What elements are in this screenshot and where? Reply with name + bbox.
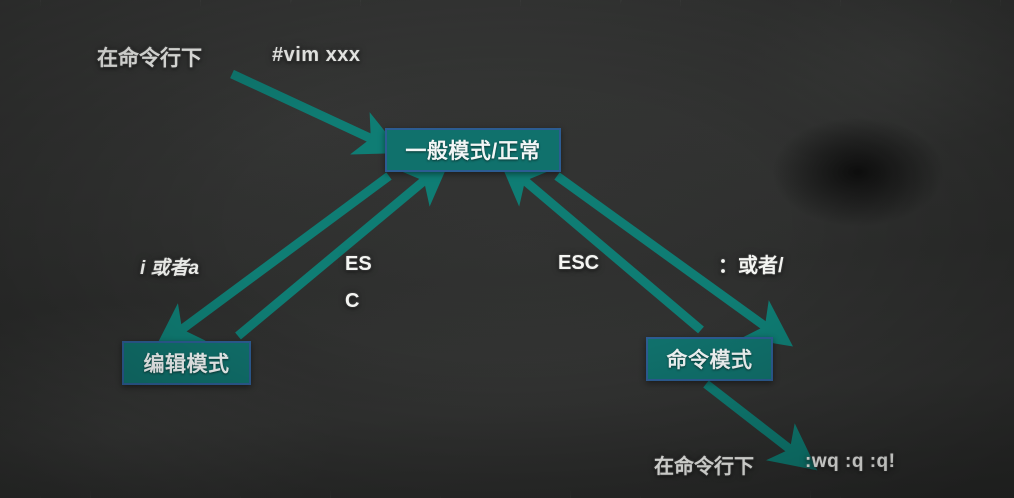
node-normal-mode[interactable]: 一般模式/正常: [385, 128, 561, 172]
node-command-mode[interactable]: 命令模式: [646, 337, 773, 381]
arrow-entry-to-normal: [230, 69, 403, 155]
node-edit-mode[interactable]: 编辑模式: [122, 341, 251, 385]
label-edge-edit-to-normal-line1: ES: [345, 253, 372, 275]
arrow-command-to-normal: [498, 158, 704, 334]
label-exit-commands: :wq :q :q!: [805, 451, 896, 472]
label-exit-prefix: 在命令行下: [654, 456, 754, 478]
arrow-command-to-exit: [703, 380, 818, 471]
arrow-edit-to-normal: [235, 158, 451, 340]
label-entry-command: #vim xxx: [272, 44, 361, 66]
label-edge-to-command: ：或者/: [718, 255, 784, 277]
label-entry-prefix: 在命令行下: [97, 47, 202, 70]
label-edge-to-edit: i 或者a: [140, 258, 200, 279]
label-edge-command-to-normal: ESC: [558, 252, 600, 274]
label-edge-edit-to-normal-line2: C: [345, 290, 360, 312]
